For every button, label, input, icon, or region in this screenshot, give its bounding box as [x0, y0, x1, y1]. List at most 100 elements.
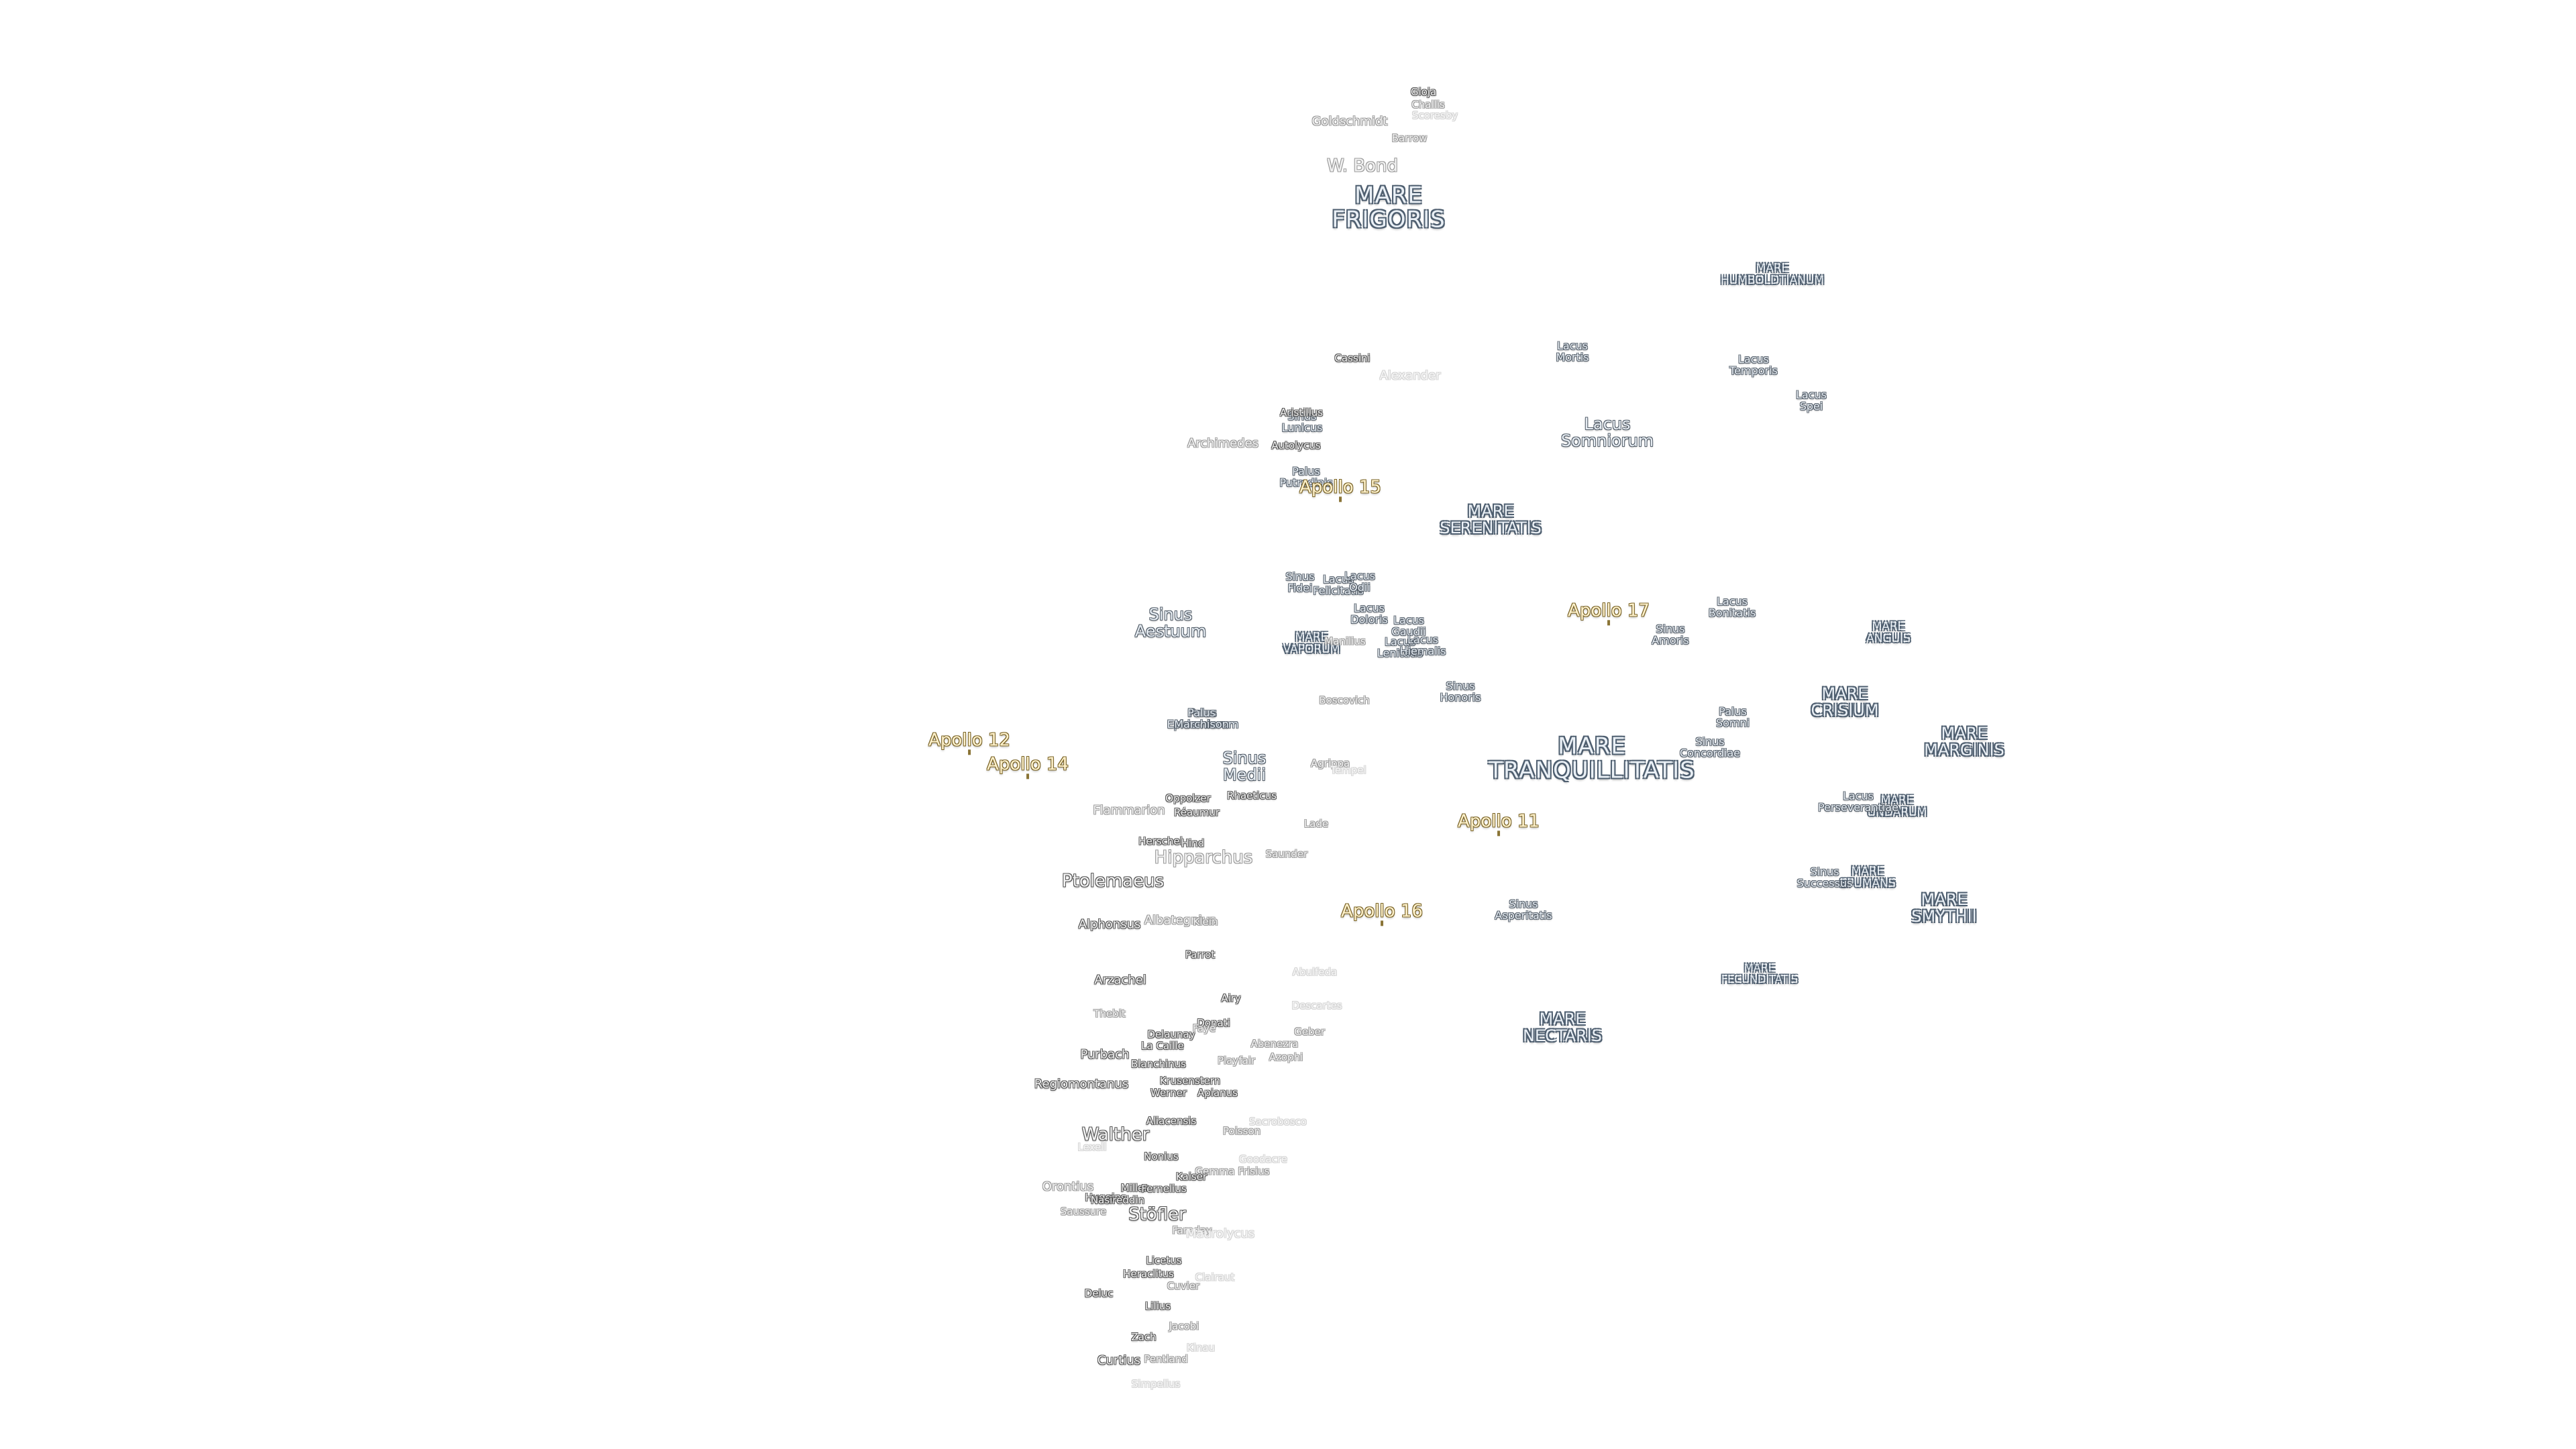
- crater-label-cuvier[interactable]: Cuvier: [1167, 1280, 1200, 1293]
- crater-label-lilius[interactable]: Lilius: [1144, 1300, 1171, 1313]
- crater-label-pentland[interactable]: Pentland: [1144, 1353, 1188, 1366]
- lake-label-somniorum[interactable]: Lacus Somniorum: [1560, 414, 1654, 450]
- crater-label-barrow[interactable]: Barrow: [1391, 132, 1428, 145]
- crater-label-poisson[interactable]: Poisson: [1222, 1125, 1261, 1138]
- crater-label-reaumur[interactable]: Réaumur: [1174, 806, 1220, 819]
- crater-label-airy[interactable]: Airy: [1221, 992, 1241, 1005]
- apollo-site-label-a15[interactable]: Apollo 15: [1299, 477, 1381, 503]
- lake-label-medii[interactable]: Sinus Medii: [1222, 748, 1267, 784]
- mare-label-nectaris[interactable]: MARE NECTARIS: [1522, 1009, 1603, 1045]
- crater-label-sacrobosco[interactable]: Sacrobosco: [1249, 1116, 1307, 1128]
- crater-label-hipparchus[interactable]: Hipparchus: [1154, 847, 1253, 868]
- mare-label-undarum[interactable]: MARE UNDARUM: [1867, 794, 1927, 819]
- crater-label-purbach[interactable]: Purbach: [1080, 1047, 1130, 1062]
- lake-label-temporis[interactable]: Lacus Temporis: [1729, 353, 1778, 377]
- apollo-site-label-a17[interactable]: Apollo 17: [1568, 600, 1650, 627]
- mare-label-fecunditatis[interactable]: MARE FECUNDITATIS: [1721, 961, 1799, 985]
- crater-label-fernelius[interactable]: Fernelius: [1141, 1183, 1187, 1195]
- crater-label-donati[interactable]: Donati: [1197, 1017, 1230, 1030]
- mare-label-serenitatis[interactable]: MARE SERENITATIS: [1440, 501, 1542, 537]
- crater-label-jacobi[interactable]: Jacobi: [1169, 1320, 1199, 1333]
- apollo-site-label-a12[interactable]: Apollo 12: [928, 730, 1010, 756]
- apollo-site-label-a11[interactable]: Apollo 11: [1458, 811, 1540, 837]
- crater-label-boscovich[interactable]: Boscovich: [1319, 694, 1370, 707]
- crater-label-oppolzer[interactable]: Oppolzer: [1165, 792, 1211, 805]
- crater-label-krusenstern[interactable]: Krusenstern: [1159, 1075, 1221, 1087]
- crater-label-geber[interactable]: Geber: [1294, 1026, 1325, 1038]
- mare-label-humboldt[interactable]: MARE HUMBOLDTIANUM: [1720, 262, 1825, 287]
- crater-label-parrot[interactable]: Parrot: [1185, 949, 1216, 961]
- lake-label-fidei[interactable]: Sinus Fidei: [1285, 570, 1315, 594]
- crater-label-orontius[interactable]: Orontius: [1042, 1179, 1094, 1194]
- crater-label-nonius[interactable]: Nonius: [1144, 1150, 1179, 1163]
- crater-label-wbond[interactable]: W. Bond: [1327, 156, 1398, 176]
- crater-label-tempel[interactable]: Tempel: [1330, 764, 1366, 777]
- lake-label-ssapallus[interactable]: Palus Marchison: [1174, 706, 1229, 731]
- lake-label-lunicus[interactable]: Sinus Lunicus: [1281, 410, 1323, 434]
- crater-label-cassini[interactable]: Cassini: [1334, 352, 1371, 365]
- crater-label-lade[interactable]: Lade: [1303, 818, 1329, 830]
- crater-label-zach[interactable]: Zach: [1131, 1331, 1157, 1344]
- crater-label-werner[interactable]: Werner: [1150, 1087, 1187, 1099]
- lake-label-putredinis[interactable]: Palus Putredinis: [1279, 465, 1333, 489]
- lake-label-spei[interactable]: Lacus Spei: [1796, 388, 1827, 413]
- lake-label-epidemiarum[interactable]: Palus Epidemiarum: [1167, 706, 1239, 731]
- crater-label-nasireddin[interactable]: Nasireddin: [1090, 1194, 1145, 1207]
- crater-label-blanchinus[interactable]: Blanchinus: [1131, 1058, 1186, 1071]
- lake-label-concordiae[interactable]: Sinus Concordiae: [1679, 735, 1741, 759]
- crater-label-clairaut[interactable]: Clairaut: [1195, 1271, 1235, 1284]
- lake-label-hiemalis[interactable]: Lacus Hiemalis: [1399, 633, 1446, 657]
- crater-label-saussure[interactable]: Saussure: [1060, 1205, 1107, 1218]
- crater-label-rhaeticus[interactable]: Rhaeticus: [1227, 790, 1277, 802]
- apollo-site-label-a16[interactable]: Apollo 16: [1341, 901, 1423, 927]
- lake-label-asperitatis[interactable]: Sinus Asperitatis: [1495, 898, 1552, 922]
- crater-label-aliacensis[interactable]: Aliacensis: [1146, 1115, 1197, 1128]
- crater-label-huggins[interactable]: Huggins: [1085, 1191, 1126, 1204]
- mare-label-anguis[interactable]: MARE ANGUIS: [1866, 620, 1911, 645]
- crater-label-azophi[interactable]: Azophi: [1269, 1051, 1303, 1064]
- crater-label-albategnius[interactable]: Albategnius: [1144, 913, 1216, 928]
- crater-label-descartes[interactable]: Descartes: [1291, 1000, 1342, 1012]
- crater-label-goldschmidt[interactable]: Goldschmidt: [1311, 114, 1388, 129]
- crater-label-thebit[interactable]: Thebit: [1093, 1008, 1126, 1020]
- mare-label-crisium[interactable]: MARE CRISIUM: [1811, 684, 1879, 720]
- crater-label-alexander[interactable]: Alexander: [1379, 368, 1441, 383]
- crater-label-delaunay[interactable]: Delaunay: [1147, 1028, 1195, 1041]
- crater-label-flammarion[interactable]: Flammarion: [1093, 803, 1165, 818]
- crater-label-walther[interactable]: Walther: [1081, 1124, 1150, 1145]
- lake-label-gaudii[interactable]: Lacus Gaudii: [1391, 614, 1426, 638]
- crater-label-playfair[interactable]: Playfair: [1217, 1055, 1256, 1067]
- lake-label-doloris[interactable]: Lacus Doloris: [1350, 602, 1388, 626]
- mare-label-smythii[interactable]: MARE SMYTHII: [1911, 890, 1977, 926]
- crater-label-archimedes[interactable]: Archimedes: [1187, 436, 1259, 451]
- crater-label-heraclitus[interactable]: Heraclitus: [1123, 1268, 1174, 1281]
- apollo-site-label-a14[interactable]: Apollo 14: [987, 754, 1069, 780]
- lake-label-bonitatis[interactable]: Lacus Bonitatis: [1708, 595, 1756, 619]
- lake-label-felicitatis[interactable]: Lacus Felicitatis: [1313, 573, 1364, 597]
- crater-label-regiomontanus[interactable]: Regiomontanus: [1034, 1077, 1129, 1091]
- lake-label-honoris[interactable]: Sinus Honoris: [1440, 680, 1481, 704]
- crater-label-herschel[interactable]: Herschel: [1138, 835, 1183, 848]
- crater-label-miller[interactable]: Miller: [1120, 1182, 1148, 1195]
- crater-label-aristillus[interactable]: Aristillus: [1279, 407, 1324, 419]
- crater-label-kaiser[interactable]: Kaiser: [1175, 1171, 1208, 1183]
- mare-label-spumans[interactable]: MARE SPUMANS: [1839, 865, 1896, 890]
- crater-label-lexell[interactable]: Lexell: [1077, 1141, 1107, 1154]
- mare-label-tranquillitatis[interactable]: MARE TRANQUILLITATIS: [1489, 733, 1695, 784]
- crater-label-faye[interactable]: Faye: [1192, 1022, 1216, 1035]
- crater-label-scoresby[interactable]: Scoresby: [1411, 109, 1458, 122]
- crater-label-curtius[interactable]: Curtius: [1097, 1353, 1141, 1368]
- crater-label-gemmafrisius[interactable]: Gemma Frisius: [1195, 1165, 1270, 1178]
- crater-label-goodacre[interactable]: Goodacre: [1238, 1153, 1288, 1166]
- lake-label-aestuum[interactable]: Sinus Aestuum: [1134, 604, 1207, 641]
- crater-label-apianus[interactable]: Apianus: [1197, 1087, 1238, 1099]
- lake-label-amoris[interactable]: Sinus Amoris: [1652, 623, 1689, 647]
- crater-label-deluc[interactable]: Deluc: [1084, 1287, 1114, 1300]
- crater-label-simpelius[interactable]: Simpelius: [1131, 1378, 1181, 1391]
- mare-label-vaporum[interactable]: MARE VAPORUM: [1283, 631, 1340, 656]
- crater-label-faraday[interactable]: Faraday: [1172, 1224, 1212, 1237]
- crater-label-challis[interactable]: Challis: [1411, 99, 1445, 111]
- crater-label-saunder[interactable]: Saunder: [1265, 848, 1308, 861]
- crater-label-gioja[interactable]: Gioja: [1410, 86, 1437, 99]
